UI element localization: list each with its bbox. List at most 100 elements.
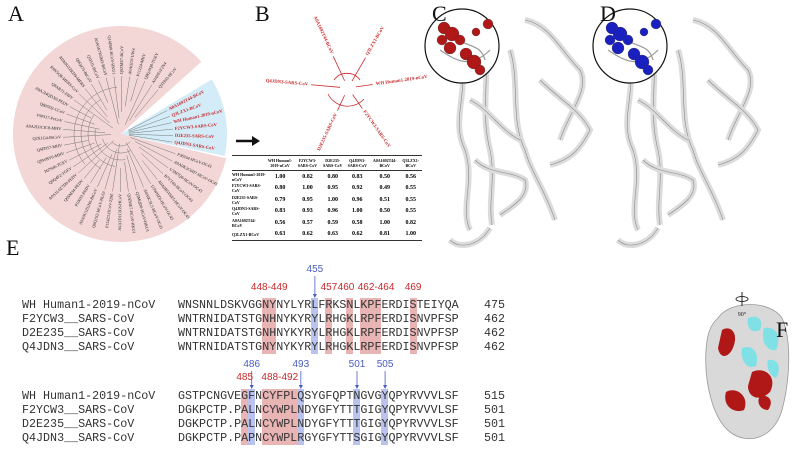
residue: S bbox=[192, 298, 200, 312]
residue: I bbox=[213, 340, 221, 354]
residue: N bbox=[276, 340, 284, 354]
residue: P bbox=[339, 389, 347, 403]
tree-branch bbox=[97, 153, 113, 188]
residue: P bbox=[199, 389, 207, 403]
tree-branch bbox=[128, 110, 168, 131]
residue: N bbox=[276, 312, 284, 326]
residue: G bbox=[255, 298, 263, 312]
identity-value: 0.92 bbox=[352, 185, 363, 192]
residue: H bbox=[332, 326, 340, 340]
residue: S bbox=[409, 312, 417, 326]
residue: P bbox=[430, 326, 438, 340]
identity-value: 0.80 bbox=[327, 173, 338, 180]
tree-b-leaf: F2YCW3-SARS-CoV bbox=[362, 110, 392, 150]
residue: G bbox=[248, 298, 256, 312]
residue: V bbox=[416, 403, 424, 417]
sequence-name: WH Human1-2019-nCoV bbox=[22, 298, 156, 312]
residue: Y bbox=[381, 403, 389, 417]
panel-label-e: E bbox=[6, 235, 20, 260]
tree-branch bbox=[73, 142, 108, 168]
residue: Y bbox=[381, 431, 389, 445]
residue: N bbox=[206, 312, 214, 326]
residue: . bbox=[227, 431, 235, 445]
tree-branch bbox=[111, 141, 131, 147]
residue: D bbox=[178, 417, 186, 431]
blue-clade-sector bbox=[121, 79, 227, 157]
residue: C bbox=[262, 403, 270, 417]
residue: D bbox=[220, 326, 228, 340]
residue: T bbox=[248, 312, 256, 326]
residue: N bbox=[297, 403, 305, 417]
identity-value: 0.62 bbox=[294, 228, 321, 241]
residue: P bbox=[451, 340, 459, 354]
tree-branch bbox=[128, 135, 173, 143]
tree-leaf-highlighted: Q4JDN3-SARS-CoV bbox=[174, 140, 216, 151]
residue: P bbox=[234, 403, 242, 417]
tree-branch bbox=[121, 76, 123, 113]
identity-value: 0.80 bbox=[274, 185, 286, 192]
residue: I bbox=[402, 312, 410, 326]
identity-value: 0.57 bbox=[302, 219, 313, 226]
identity-value: 0.96 bbox=[352, 196, 363, 203]
residue: R bbox=[409, 403, 417, 417]
residue: S bbox=[304, 389, 312, 403]
sequence: WNTRNIDATSTGNYNYKYRYLRHGKLRPFERDISNVPFSP bbox=[178, 340, 459, 354]
tree-branch bbox=[73, 99, 114, 129]
tree-leaf: Q0ZME7-HCoV-HKU1 bbox=[127, 193, 137, 234]
residue: N bbox=[276, 326, 284, 340]
identity-value: 0.81 bbox=[369, 228, 400, 241]
binding-residue-spheres bbox=[604, 34, 616, 46]
residue: S bbox=[409, 326, 417, 340]
tree-leaf: A0A023VUW4 bbox=[127, 47, 136, 75]
tree-branch bbox=[91, 83, 107, 111]
residue: T bbox=[416, 298, 424, 312]
residue: Y bbox=[311, 312, 319, 326]
residue: P bbox=[367, 312, 375, 326]
residue: G bbox=[374, 403, 382, 417]
residue: D bbox=[220, 298, 228, 312]
residue: N bbox=[416, 326, 424, 340]
residue: L bbox=[353, 312, 361, 326]
rbd-surface-f bbox=[705, 304, 790, 440]
residue: N bbox=[199, 298, 207, 312]
identity-value: 0.59 bbox=[327, 219, 338, 226]
tree-branch bbox=[64, 140, 88, 146]
residue: F bbox=[451, 389, 459, 403]
residue: D bbox=[395, 312, 403, 326]
residue: V bbox=[423, 431, 431, 445]
residue: V bbox=[416, 431, 424, 445]
tree-branch bbox=[102, 138, 131, 154]
tree-b-branch bbox=[351, 57, 366, 82]
residue: S bbox=[444, 326, 452, 340]
residue-position-label: 501 bbox=[348, 359, 366, 370]
residue: H bbox=[269, 312, 277, 326]
residue: H bbox=[332, 340, 340, 354]
identity-value: 1.00 bbox=[274, 173, 286, 180]
residue: V bbox=[423, 417, 431, 431]
residue: W bbox=[276, 417, 284, 431]
residue: Y bbox=[297, 312, 305, 326]
residue: P bbox=[367, 326, 375, 340]
residue: V bbox=[423, 326, 431, 340]
cyan-patch bbox=[767, 359, 779, 378]
sequence: DGKPCTP.PAPNCYWPLRGYGFYTTSGIGYQPYRVVVLSF bbox=[178, 431, 459, 445]
residue: S bbox=[444, 417, 452, 431]
residue: G bbox=[360, 389, 368, 403]
residue: K bbox=[192, 403, 200, 417]
identity-value: 0.50 bbox=[379, 208, 390, 215]
column-header: A0A1692T44-BCoV bbox=[369, 155, 400, 171]
residue: T bbox=[213, 403, 221, 417]
tree-branch bbox=[129, 84, 153, 121]
residue: Y bbox=[402, 403, 410, 417]
residue: Y bbox=[311, 417, 319, 431]
identity-value: 1.00 bbox=[302, 185, 313, 192]
residue: D bbox=[395, 298, 403, 312]
residue: T bbox=[339, 403, 347, 417]
residue: E bbox=[234, 389, 242, 403]
residue: G bbox=[304, 431, 312, 445]
residue: Q bbox=[297, 389, 305, 403]
residue: Q bbox=[388, 403, 396, 417]
residue: L bbox=[437, 431, 445, 445]
